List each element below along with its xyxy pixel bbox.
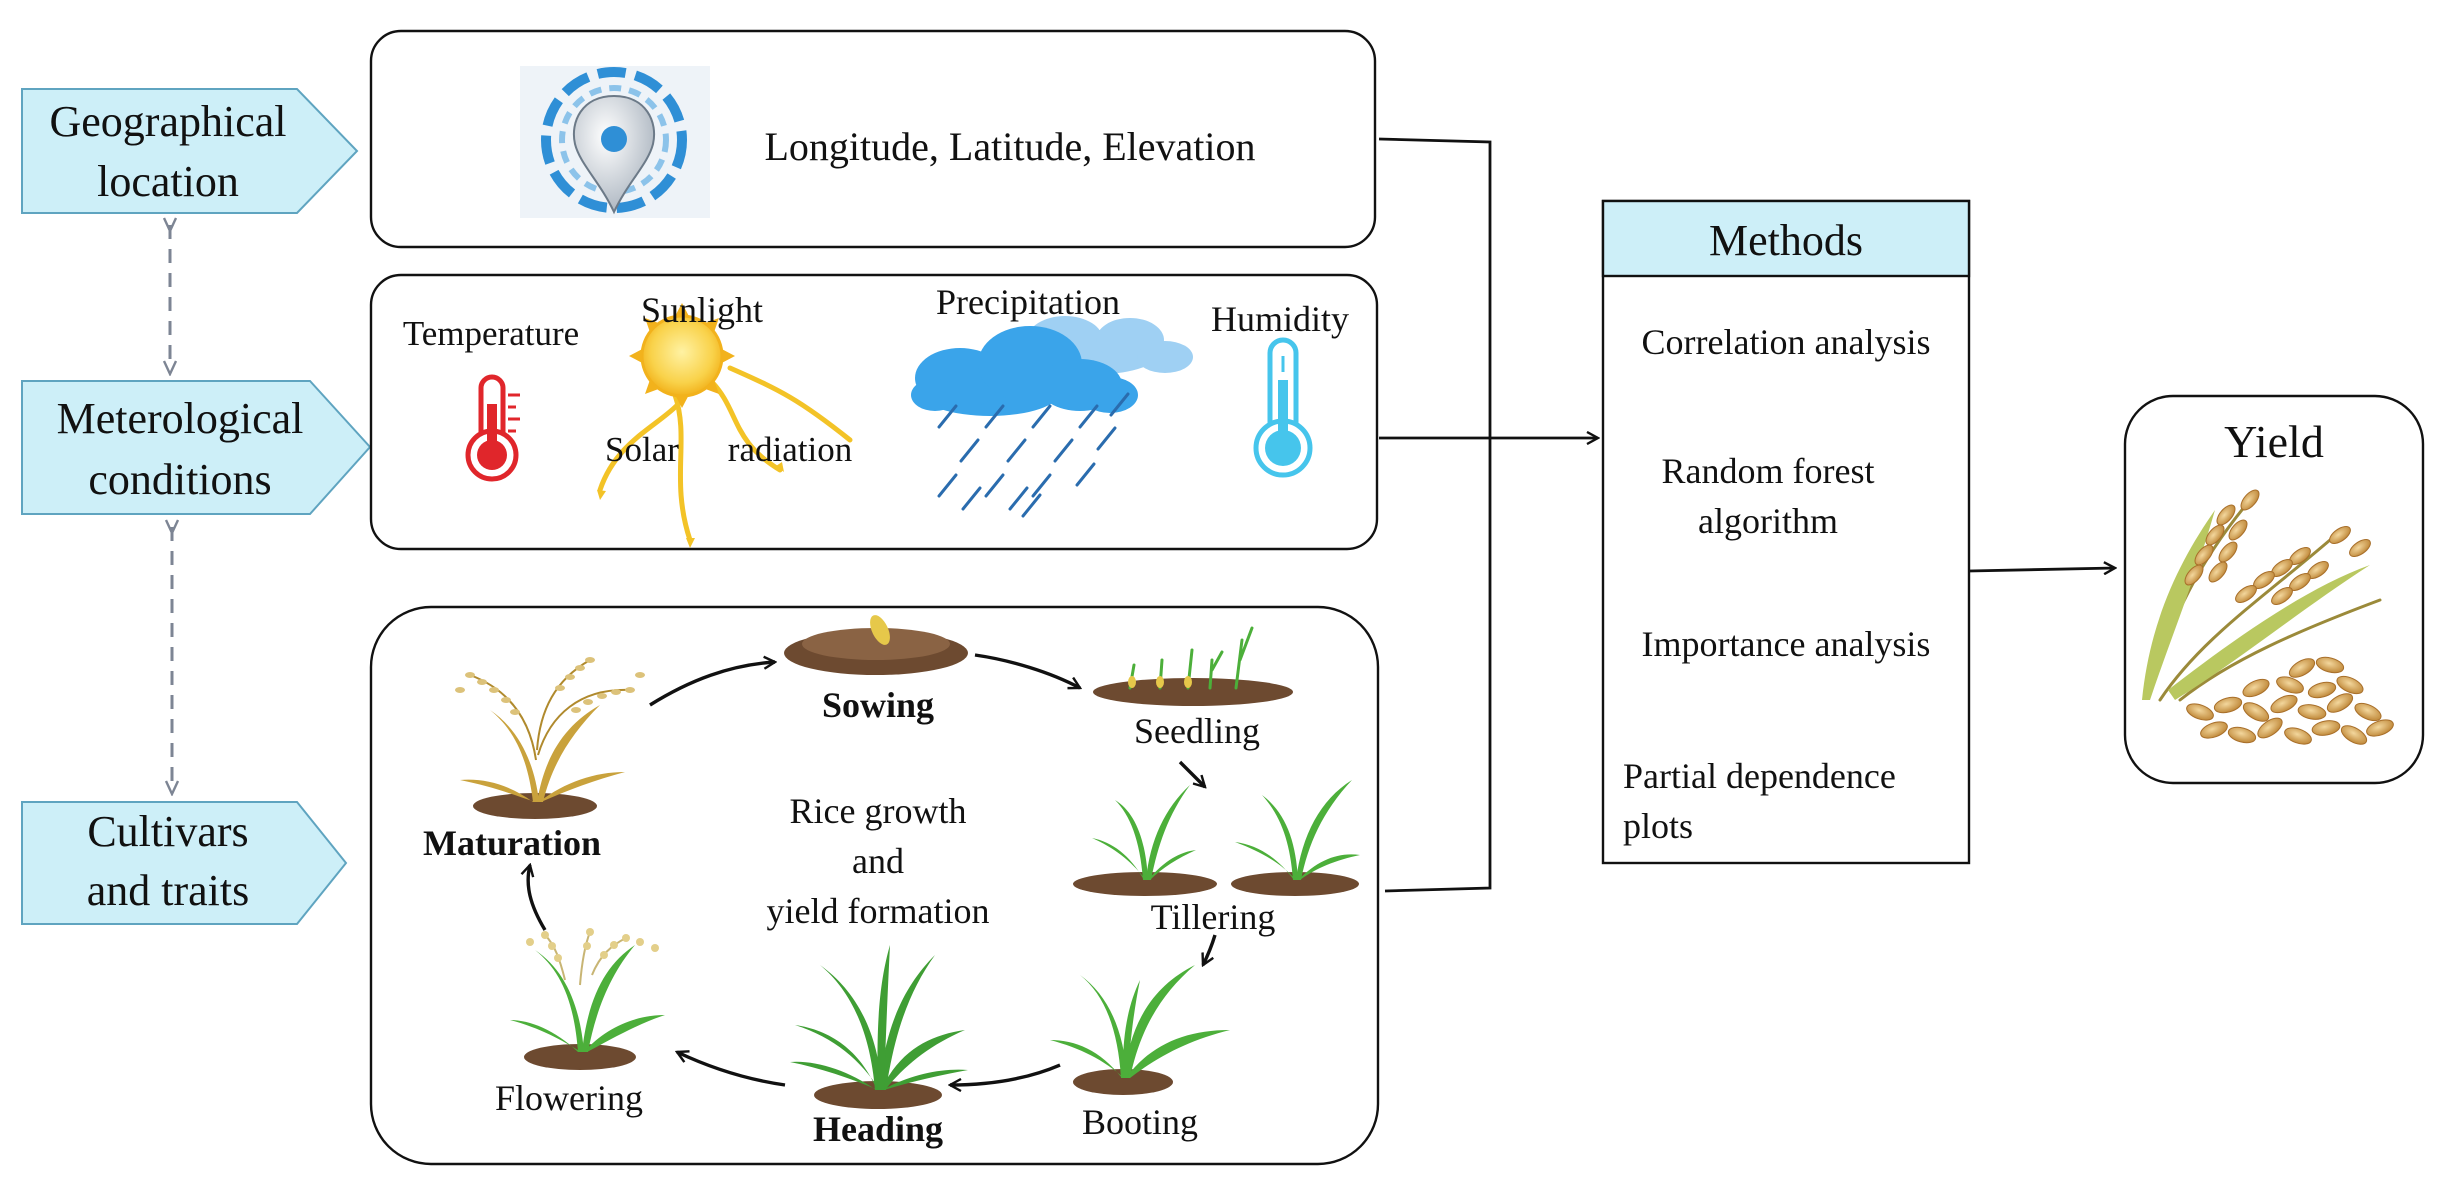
- tillering-label: Tillering: [1151, 897, 1276, 937]
- input-cultivars-and-traits: Cultivars and traits: [21, 801, 348, 925]
- yield-box: Yield: [2123, 394, 2425, 785]
- seedling-stage: Seedling: [1093, 626, 1293, 751]
- cult-label-line2: and traits: [87, 866, 250, 915]
- rain-cloud-icon: [911, 316, 1193, 518]
- sowing-stage: Sowing: [784, 615, 968, 725]
- geo-label-line1: Geographical: [50, 97, 287, 146]
- cult-label-line1: Cultivars: [87, 807, 248, 856]
- flowering-label: Flowering: [495, 1078, 643, 1118]
- met-label-line1: Meterological: [57, 394, 304, 443]
- heading-label: Heading: [813, 1109, 943, 1149]
- method-importance-analysis: Importance analysis: [1642, 624, 1931, 664]
- booting-label: Booting: [1082, 1102, 1198, 1142]
- precipitation-label: Precipitation: [936, 282, 1120, 322]
- growth-box: Rice growth and yield formation Sowing: [369, 605, 1380, 1166]
- input-meteorological-conditions: Meterological conditions: [21, 380, 372, 515]
- sowing-label: Sowing: [822, 685, 934, 725]
- rice-grain-icon: [2142, 489, 2394, 745]
- methods-title: Methods: [1709, 216, 1863, 265]
- solar-label: Solar: [605, 430, 679, 469]
- growth-center-line2: and: [852, 841, 904, 881]
- maturation-label: Maturation: [423, 823, 601, 863]
- maturation-stage: Maturation: [423, 657, 645, 863]
- sun-icon: [597, 303, 853, 548]
- growth-center-line3: yield formation: [767, 891, 990, 931]
- booting-stage: Booting: [1050, 965, 1230, 1142]
- method-pdp-line1: Partial dependence: [1623, 756, 1896, 796]
- connector-to-methods: [1378, 137, 1598, 893]
- geo-label-line2: location: [97, 157, 239, 206]
- input-geographical-location: Geographical location: [21, 88, 359, 214]
- geo-box: Longitude, Latitude, Elevation: [369, 29, 1377, 249]
- thermometer-red-icon: [465, 374, 520, 482]
- location-pin-icon: [520, 66, 710, 218]
- geo-box-text: Longitude, Latitude, Elevation: [765, 124, 1256, 169]
- seedling-label: Seedling: [1134, 711, 1260, 751]
- yield-title: Yield: [2224, 416, 2324, 467]
- method-correlation-analysis: Correlation analysis: [1642, 322, 1931, 362]
- connector-to-yield: [1968, 568, 2115, 571]
- method-random-forest-line2: algorithm: [1698, 501, 1838, 541]
- sunlight-label: Sunlight: [641, 290, 763, 330]
- heading-stage: Heading: [790, 945, 968, 1149]
- method-random-forest-line1: Random forest: [1662, 451, 1875, 491]
- growth-cycle-arrows: [528, 653, 1217, 1085]
- met-label-line2: conditions: [88, 455, 271, 504]
- temperature-label: Temperature: [403, 314, 579, 353]
- method-pdp-line2: plots: [1623, 806, 1693, 846]
- thermometer-blue-icon: [1253, 337, 1313, 478]
- met-box: Temperature: [369, 273, 1379, 551]
- tillering-stage: Tillering: [1073, 780, 1360, 937]
- methods-box: Methods Correlation analysis Random fore…: [1601, 199, 1971, 865]
- flowering-stage: Flowering: [495, 928, 665, 1118]
- growth-center-line1: Rice growth: [790, 791, 967, 831]
- humidity-label: Humidity: [1211, 299, 1349, 339]
- radiation-label: radiation: [728, 430, 852, 469]
